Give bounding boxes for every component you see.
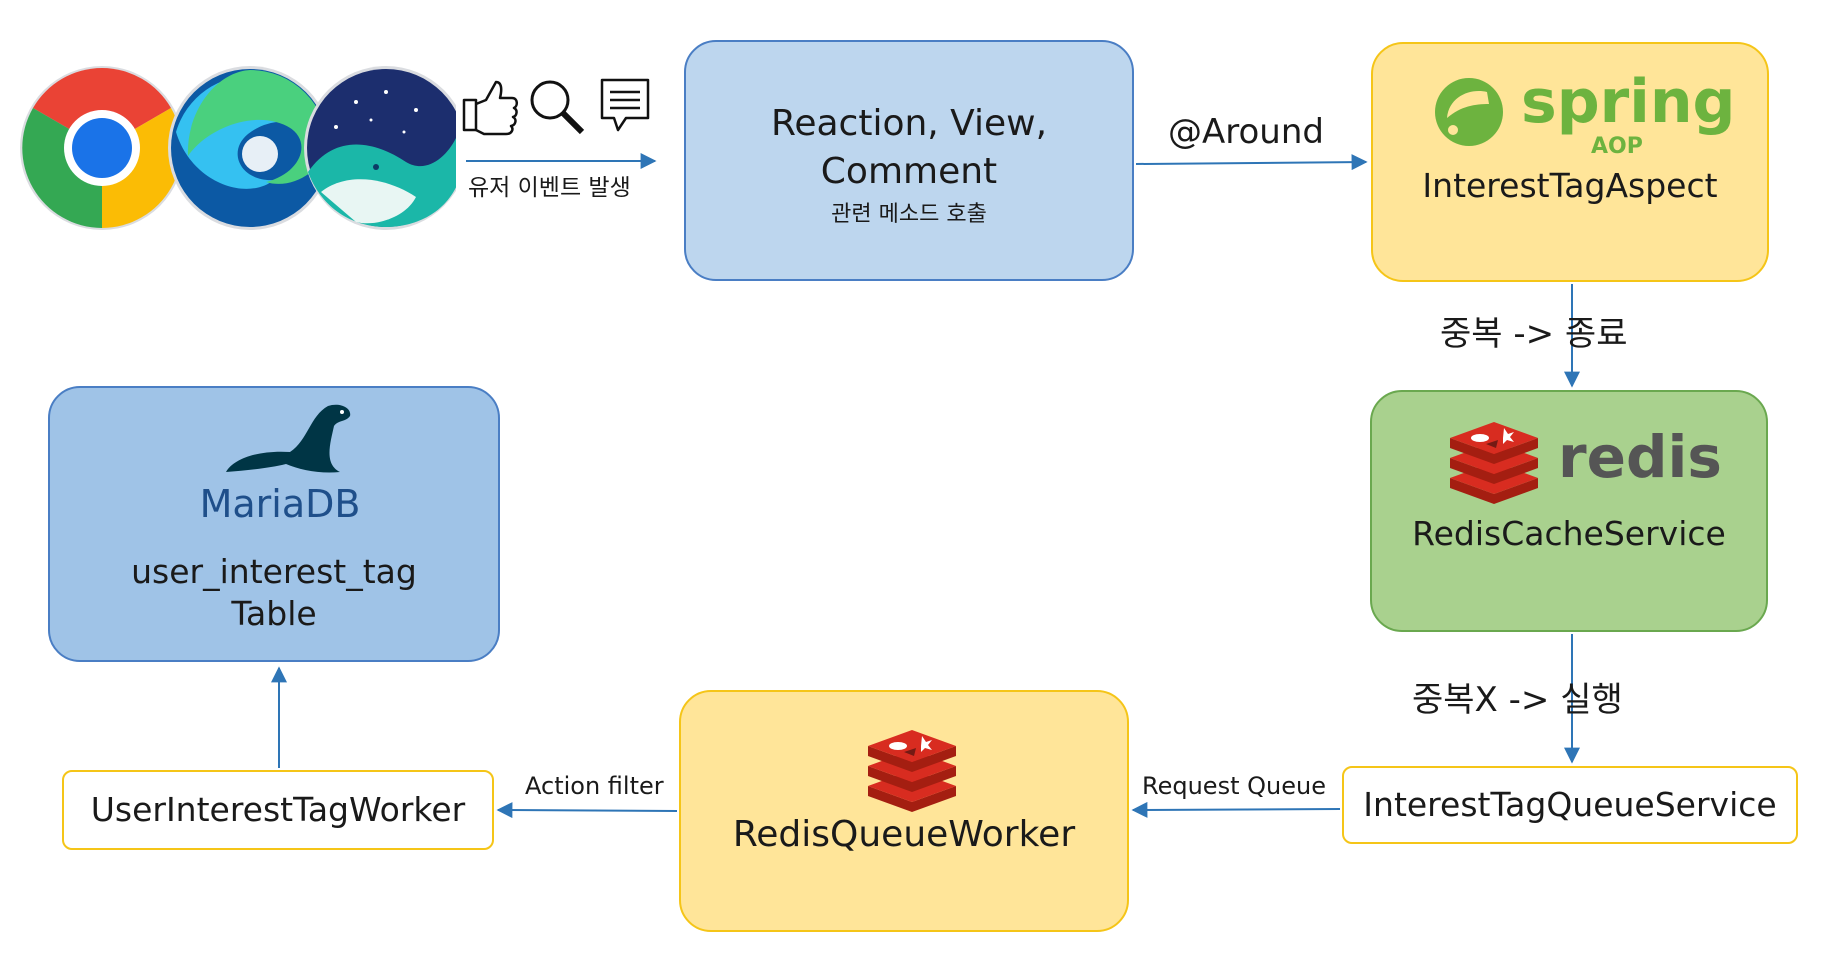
label-around: @Around — [1168, 112, 1324, 152]
aspect-node: spring AOP InterestTagAspect — [1371, 42, 1769, 282]
db-node: MariaDB user_interest_tag Table — [48, 386, 500, 662]
mariadb-logo: MariaDB — [180, 400, 380, 526]
whale-browser-icon — [304, 66, 456, 230]
db-title-line1: user_interest_tag — [131, 552, 417, 591]
db-title-line2: Table — [231, 594, 317, 633]
methods-title-line1: Reaction, View, — [770, 103, 1048, 144]
spring-aop-logo: spring AOP — [1431, 66, 1735, 166]
seal-icon — [226, 404, 351, 473]
label-nodup-run: 중복X -> 실행 — [1412, 680, 1623, 720]
label-request-queue: Request Queue — [1142, 772, 1326, 800]
arrow-around — [1135, 154, 1368, 171]
tag-worker-title: UserInterestTagWorker — [90, 790, 466, 829]
redis-stack-icon — [868, 730, 956, 812]
methods-node: Reaction, View, Comment 관련 메소드 호출 — [684, 40, 1134, 281]
tag-worker-node: UserInterestTagWorker — [62, 770, 494, 850]
methods-subtitle: 관련 메소드 호출 — [831, 202, 987, 227]
browser-icons — [20, 66, 456, 230]
methods-title-line2: Comment — [820, 151, 998, 192]
label-action-filter: Action filter — [525, 772, 664, 800]
redis-logo-text: redis — [1558, 423, 1722, 491]
event-icons — [462, 78, 650, 136]
aspect-title: InterestTagAspect — [1422, 166, 1718, 205]
mariadb-logo-text: MariaDB — [199, 482, 361, 526]
edge-browser-icon — [168, 66, 332, 230]
comment-icon — [600, 78, 650, 132]
spring-logo-sub: AOP — [1591, 134, 1643, 159]
queue-service-node: InterestTagQueueService — [1342, 766, 1798, 844]
cache-node: redis RedisCacheService — [1370, 390, 1768, 632]
spring-logo-text: spring — [1521, 67, 1736, 137]
cache-title: RedisCacheService — [1412, 514, 1726, 553]
redis-stack-icon — [1450, 422, 1538, 504]
redis-logo: redis — [1446, 420, 1722, 510]
arrow-action-filter — [496, 802, 678, 819]
queue-worker-node: RedisQueueWorker — [679, 690, 1129, 932]
spring-leaf-icon — [1435, 78, 1503, 146]
thumbs-up-icon — [462, 80, 518, 136]
chrome-browser-icon — [20, 66, 184, 230]
magnifier-icon — [530, 80, 585, 135]
event-label: 유저 이벤트 발생 — [468, 175, 631, 201]
queue-worker-title: RedisQueueWorker — [732, 814, 1076, 855]
arrow-request-queue — [1131, 801, 1341, 818]
label-dup-exit: 중복 -> 종료 — [1440, 314, 1628, 354]
queue-service-title: InterestTagQueueService — [1363, 785, 1777, 824]
